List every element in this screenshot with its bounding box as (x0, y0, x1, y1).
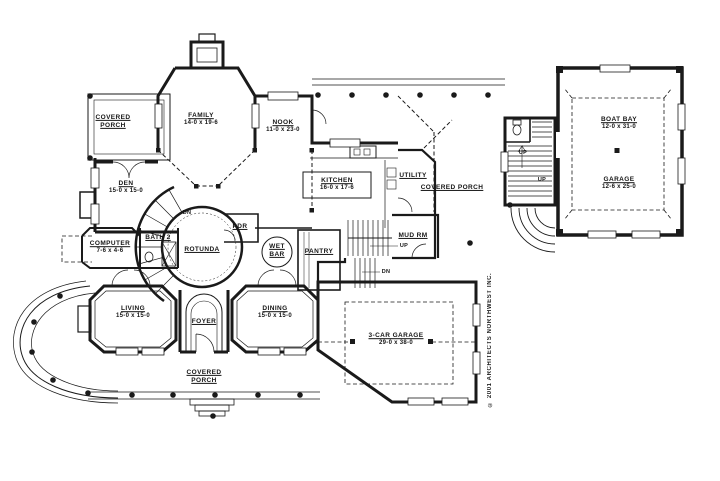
fixtures (77, 33, 522, 353)
room-label-covered-porch-right: COVERED PORCH (420, 183, 484, 191)
room-label-rotunda: ROTUNDA (184, 245, 220, 253)
dashed-lines (61, 87, 673, 385)
columns (29, 66, 683, 419)
stair-up-label-entry-2: UP (537, 177, 547, 183)
copyright-text: © 2001 ARCHITECTS NORTHWEST INC. (487, 272, 493, 407)
rotunda-stair (134, 185, 244, 303)
room-label-computer: COMPUTER 7-6 x 4-6 (89, 240, 131, 255)
room-label-foyer: FOYER (191, 317, 217, 325)
stair-down-label-main: DN (381, 269, 391, 275)
room-label-dining: DINING 15-0 x 15-0 (258, 305, 292, 320)
stair-down-label-rotunda: DN (182, 210, 192, 216)
room-label-pantry: PANTRY (304, 247, 334, 255)
room-label-kitchen: KITCHEN 16-0 x 17-6 (320, 177, 354, 192)
room-label-utility: UTILITY (399, 171, 427, 179)
stair-up-label-entry-1: UP (518, 150, 528, 156)
room-label-pdr: PDR (232, 222, 248, 230)
room-label-living: LIVING 15-0 x 15-0 (116, 305, 150, 320)
stair-hatch (347, 121, 552, 288)
room-label-boat-bay: BOAT BAY 12-0 x 31-0 (600, 116, 638, 131)
room-label-mud-room: MUD RM (398, 231, 428, 239)
windows (90, 64, 686, 406)
room-label-garage-3car: 3-CAR GARAGE 29-0 x 38-0 (368, 332, 424, 347)
room-label-wet-bar: WET BAR (269, 242, 285, 258)
room-label-bath-2: BATH 2 (145, 233, 171, 241)
room-label-nook: NOOK 11-0 x 23-0 (266, 119, 300, 134)
room-label-garage-right: GARAGE 12-6 x 25-0 (602, 176, 636, 191)
room-label-family: FAMILY 14-0 x 19-6 (184, 112, 218, 127)
room-label-covered-porch-upper-left: COVERED PORCH (95, 113, 131, 129)
room-label-covered-porch-front: COVERED PORCH (186, 368, 222, 384)
porch-linework (13, 78, 556, 417)
room-label-den: DEN 15-0 x 15-0 (109, 180, 143, 195)
stair-up-label-main: UP (399, 243, 409, 249)
